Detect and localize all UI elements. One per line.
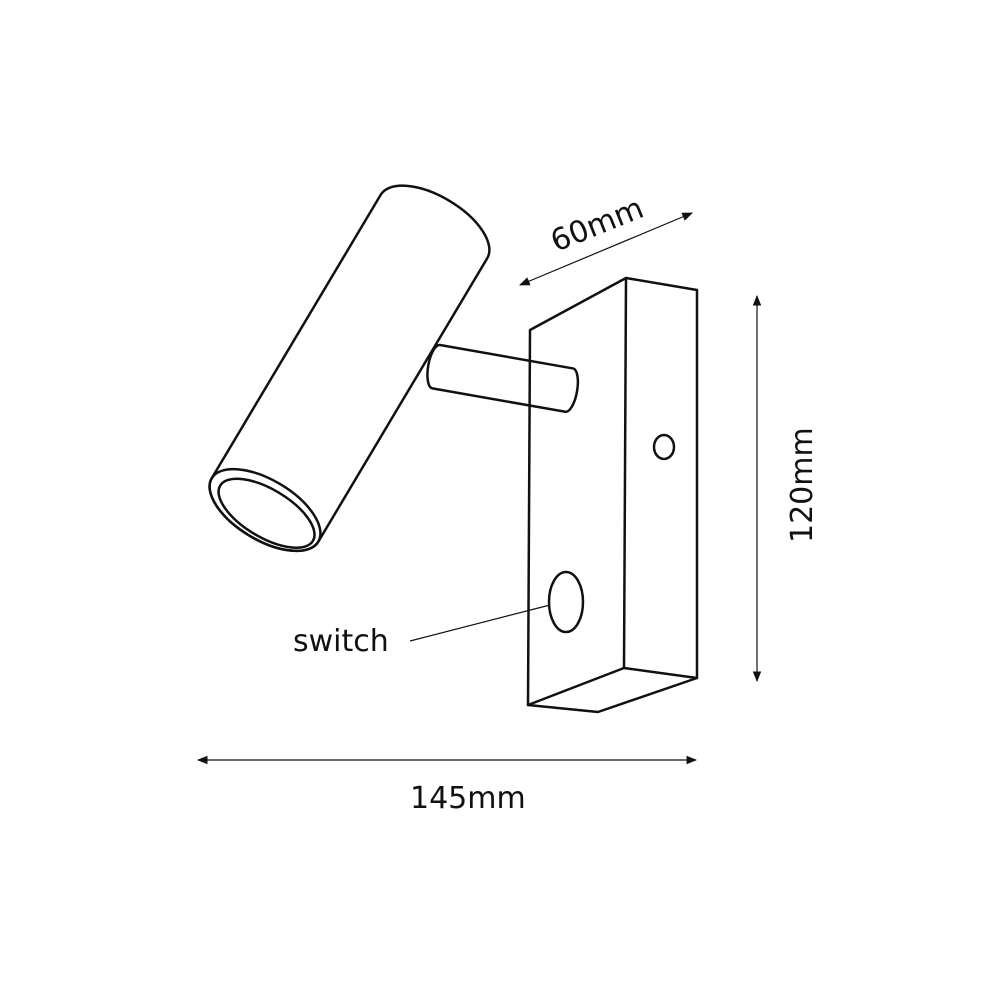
lens-inner [217,477,316,549]
lens-outer [208,467,322,553]
indicator-hole [652,433,676,461]
switch-button [547,570,585,634]
depth-dimension-line [519,212,693,286]
pivot-arm [426,343,580,414]
height-label: 120mm [785,427,820,543]
depth-label: 60mm [546,191,649,260]
spotlight-head [208,184,491,553]
switch-label: switch [293,624,389,659]
width-label: 145mm [410,781,526,816]
switch-leader-line [409,604,551,642]
wall-box [526,276,699,714]
